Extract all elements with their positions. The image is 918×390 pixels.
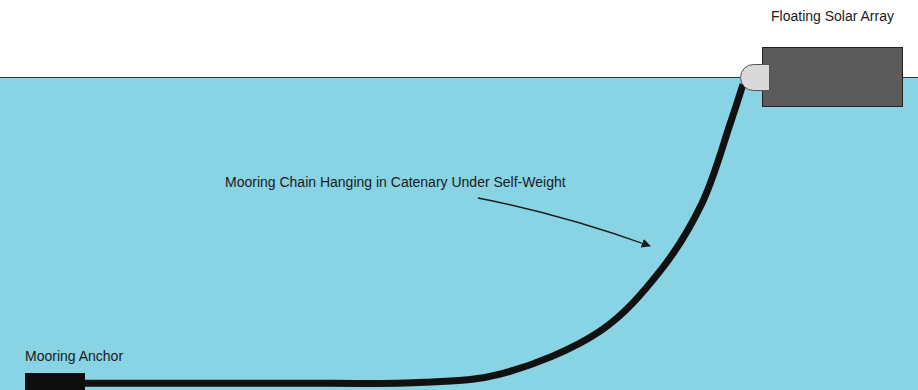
array-body [762, 47, 903, 107]
callout-text: Mooring Chain Hanging in Catenary Under … [225, 174, 566, 191]
leader-line [478, 198, 650, 246]
text-holder: Mooring Anchor [25, 348, 123, 365]
water-body [0, 77, 918, 390]
node-label: Mooring Anchor [25, 348, 123, 365]
text-holder: Floating Solar Array [762, 8, 903, 25]
floating-array: Floating Solar Array [740, 6, 907, 108]
mooring-chain [85, 84, 743, 383]
mooring-anchor: Mooring Anchor [25, 348, 165, 390]
anchor-block [25, 373, 85, 390]
node-label: Floating Solar Array [762, 8, 903, 25]
fairlead [740, 64, 770, 91]
